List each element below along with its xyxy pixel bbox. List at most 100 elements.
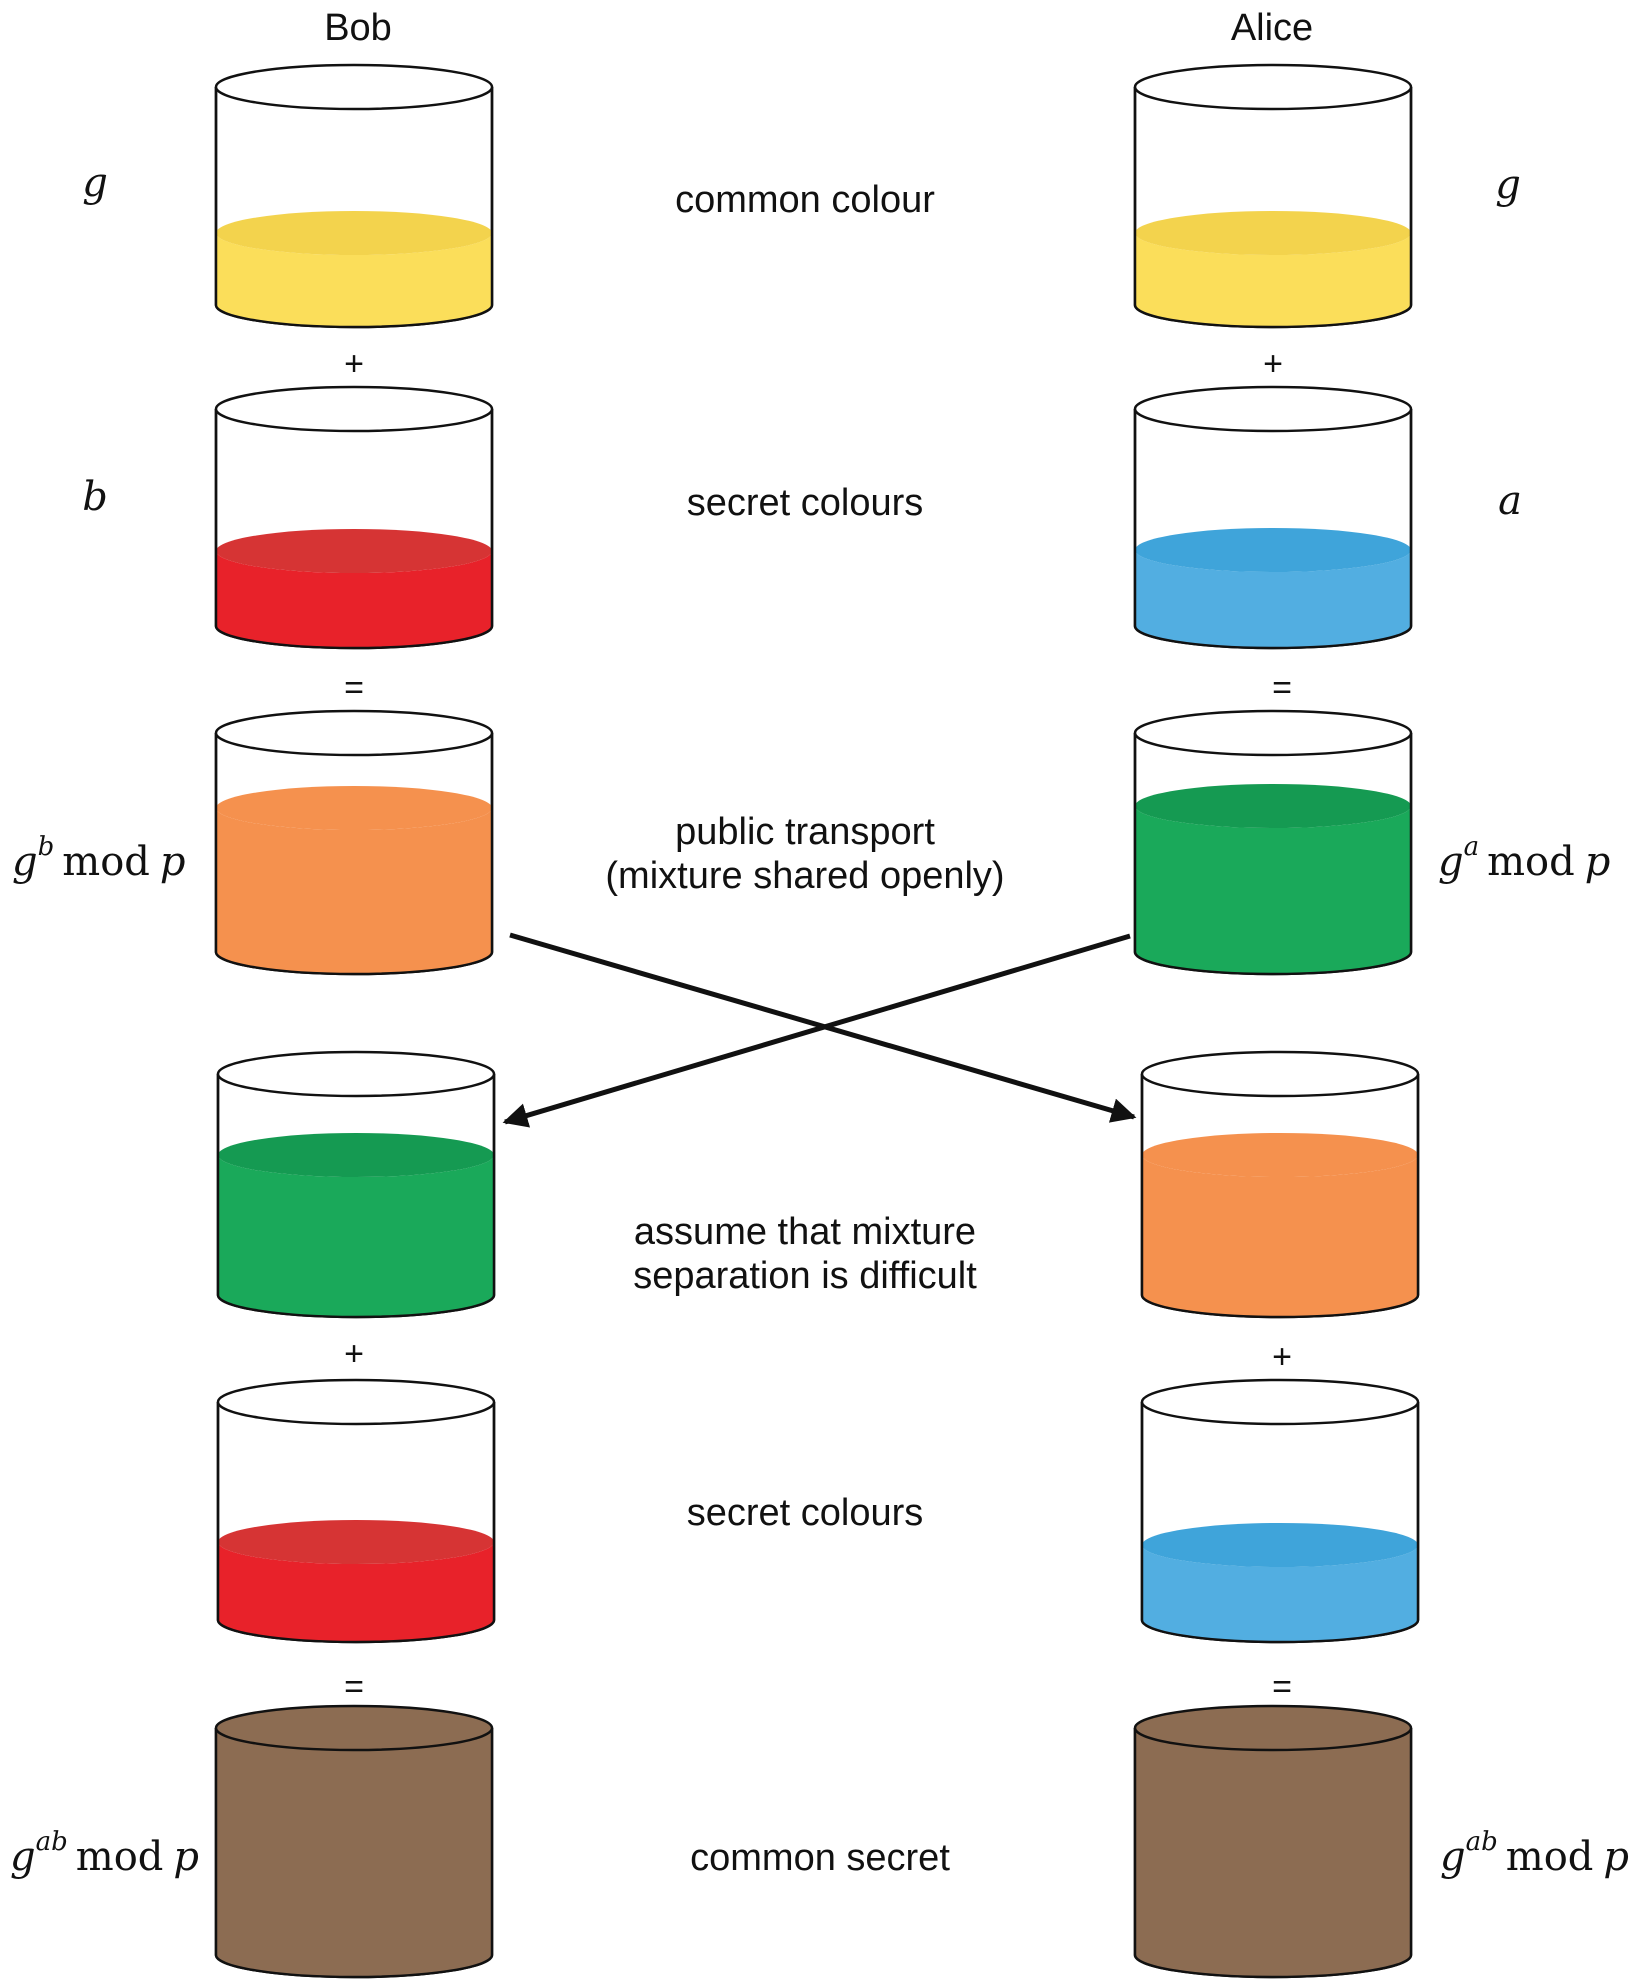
beaker-liquid-surface bbox=[218, 1520, 494, 1564]
math-mod: mod bbox=[62, 839, 150, 885]
label-public-transport: public transport bbox=[675, 811, 935, 853]
middle-labels: common colour secret colours public tran… bbox=[605, 179, 1004, 1879]
beaker-outline bbox=[1133, 409, 1413, 650]
math-a: a bbox=[1498, 478, 1522, 524]
bob-header: Bob bbox=[324, 7, 392, 49]
beaker-liquid-surface bbox=[1135, 528, 1411, 572]
beaker-liquid bbox=[218, 1542, 494, 1642]
plus-sign: + bbox=[344, 1335, 364, 1373]
beaker-liquid-surface bbox=[1135, 784, 1411, 828]
beaker-bob-1 bbox=[214, 63, 494, 329]
beaker-liquid-surface bbox=[1135, 211, 1411, 255]
beaker-alice-2 bbox=[1133, 385, 1413, 650]
beaker-liquid bbox=[218, 1155, 494, 1317]
beaker-outline bbox=[1133, 87, 1413, 329]
math-g: g bbox=[1495, 162, 1521, 208]
beaker-rim bbox=[1133, 1704, 1413, 1752]
beaker-liquid bbox=[1135, 1728, 1411, 1977]
beaker-bob-2 bbox=[214, 385, 494, 650]
math-exponent: b bbox=[38, 832, 55, 862]
beaker-liquid bbox=[1142, 1155, 1418, 1317]
beaker-outline bbox=[1133, 733, 1413, 976]
beaker-liquid-surface bbox=[1142, 1523, 1418, 1567]
beaker-rim bbox=[214, 63, 494, 111]
beaker-outline bbox=[214, 1728, 494, 1979]
beaker-rim bbox=[214, 709, 494, 757]
beaker-rim bbox=[216, 1050, 496, 1098]
beaker-bob-3 bbox=[214, 709, 494, 976]
beaker-liquid bbox=[1135, 806, 1411, 974]
label-secret-colours: secret colours bbox=[687, 1492, 924, 1534]
beaker-alice-5 bbox=[1140, 1378, 1420, 1644]
beaker-bob-6 bbox=[214, 1704, 494, 1979]
math-mod: mod bbox=[1487, 839, 1575, 885]
beaker-outline bbox=[1133, 1728, 1413, 1979]
math-exponent: ab bbox=[1466, 1827, 1498, 1857]
beaker-liquid bbox=[1135, 550, 1411, 648]
beaker-alice-3 bbox=[1133, 709, 1413, 976]
beaker-alice-1 bbox=[1133, 63, 1413, 329]
arrow-alice-to-bob bbox=[502, 933, 1131, 1128]
beaker-liquid bbox=[216, 1728, 492, 1977]
label-secret-colours: secret colours bbox=[687, 482, 924, 524]
equals-sign: = bbox=[1272, 669, 1292, 707]
math-p: p bbox=[1603, 1834, 1629, 1880]
beaker-rim bbox=[214, 385, 494, 433]
plus-sign: + bbox=[1263, 345, 1283, 383]
beaker-rim bbox=[1133, 709, 1413, 757]
operators: + + = = + + = = bbox=[344, 345, 1292, 1706]
label-common-colour: common colour bbox=[675, 179, 935, 221]
math-base: g bbox=[10, 1834, 36, 1880]
beaker-alice-4 bbox=[1140, 1050, 1420, 1319]
beaker-outline bbox=[216, 1074, 496, 1319]
beaker-rim bbox=[1140, 1378, 1420, 1426]
math-mod: mod bbox=[1506, 1834, 1594, 1880]
label-mixture-shared: (mixture shared openly) bbox=[605, 855, 1004, 897]
math-base: g bbox=[1440, 1834, 1466, 1880]
label-assume: assume that mixture bbox=[634, 1211, 976, 1253]
plus-sign: + bbox=[344, 345, 364, 383]
math-p: p bbox=[160, 839, 186, 885]
beaker-outline bbox=[214, 733, 494, 976]
equals-sign: = bbox=[344, 669, 364, 707]
beaker-rim bbox=[214, 1704, 494, 1752]
math-b: b bbox=[82, 474, 108, 520]
math-g: g bbox=[82, 160, 108, 206]
beaker-liquid-surface bbox=[216, 529, 492, 573]
beaker-outline bbox=[1140, 1402, 1420, 1644]
beaker-liquid-surface bbox=[218, 1133, 494, 1177]
math-base: g bbox=[1438, 839, 1464, 885]
beaker-bob-4 bbox=[216, 1050, 496, 1319]
beaker-liquid-surface bbox=[1142, 1133, 1418, 1177]
beaker-outline bbox=[214, 409, 494, 650]
label-separation: separation is difficult bbox=[633, 1255, 977, 1297]
beaker-liquid bbox=[1142, 1545, 1418, 1642]
beaker-bob-5 bbox=[216, 1378, 496, 1644]
beaker-liquid bbox=[216, 808, 492, 974]
beaker-alice-6 bbox=[1133, 1704, 1413, 1979]
beaker-outline bbox=[1140, 1074, 1420, 1319]
math-base: g bbox=[12, 839, 38, 885]
beaker-liquid bbox=[216, 233, 492, 327]
math-exponent: ab bbox=[36, 1827, 68, 1857]
beaker-outline bbox=[214, 87, 494, 329]
equals-sign: = bbox=[1272, 1668, 1292, 1706]
math-mod: mod bbox=[76, 1834, 164, 1880]
math-p: p bbox=[1585, 839, 1611, 885]
plus-sign: + bbox=[1272, 1338, 1292, 1376]
math-exponent: a bbox=[1464, 832, 1480, 862]
beaker-liquid-surface bbox=[216, 786, 492, 830]
beaker-rim bbox=[1133, 63, 1413, 111]
beaker-liquid bbox=[1135, 233, 1411, 327]
beaker-rim bbox=[1133, 385, 1413, 433]
beaker-rim bbox=[216, 1378, 496, 1426]
beaker-liquid bbox=[216, 551, 492, 648]
math-p: p bbox=[173, 1834, 199, 1880]
